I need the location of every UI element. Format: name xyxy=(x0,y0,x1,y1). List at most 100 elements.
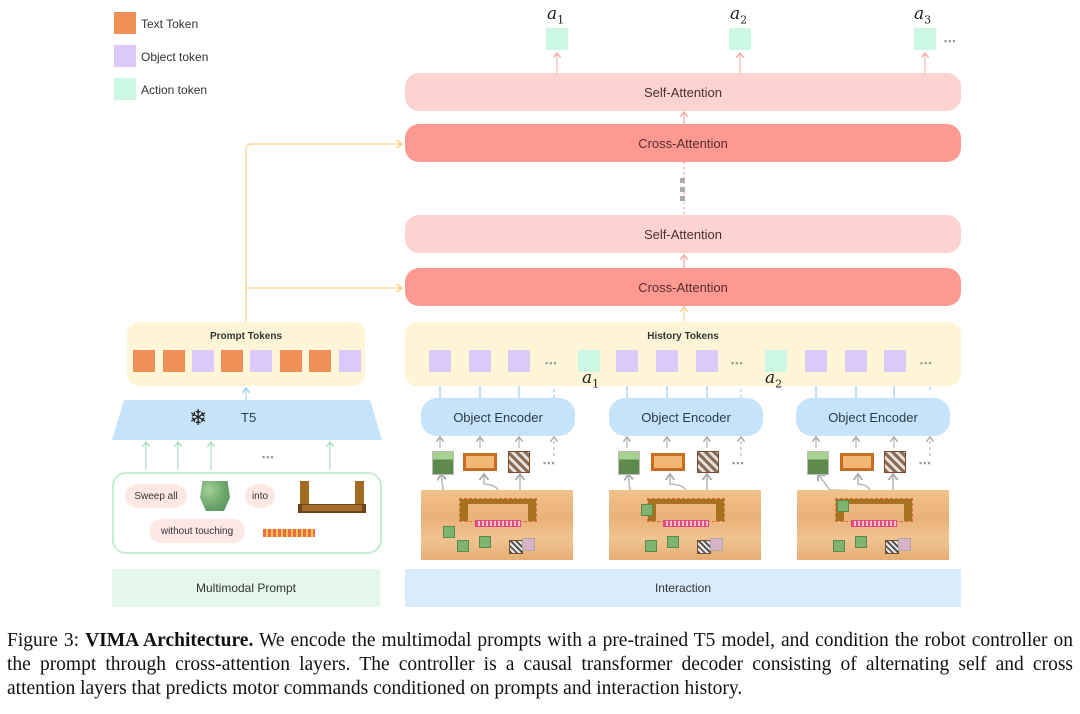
scene-pink-block xyxy=(710,538,723,551)
history-token-ellipsis: ▪▪▪ xyxy=(731,358,744,368)
object-crop-patterned-block xyxy=(508,451,530,473)
prompt-token-object xyxy=(339,350,361,372)
scene-striped-line xyxy=(851,520,897,527)
prompt-input-ellipsis: ▪▪▪ xyxy=(262,452,275,462)
object-crop-container xyxy=(840,453,874,471)
scene-green-block xyxy=(667,536,679,548)
history-action-token xyxy=(765,350,787,372)
scene-patterned-block xyxy=(509,540,523,554)
object-encoder-2: Object Encoder xyxy=(609,398,763,436)
scene-green-block xyxy=(837,500,849,512)
history-object-token xyxy=(508,350,530,372)
interaction-scene-image xyxy=(797,490,949,560)
prompt-image-green-object xyxy=(200,481,230,511)
caption-label: Figure 3: xyxy=(7,630,80,651)
prompt-word-into: into xyxy=(245,484,275,508)
prompt-token-object xyxy=(192,350,214,372)
object-crop-container xyxy=(463,453,497,471)
multimodal-prompt-box xyxy=(112,472,382,554)
object-crop-patterned-block xyxy=(697,451,719,473)
scene-pink-block xyxy=(898,538,911,551)
scene-green-block xyxy=(443,526,455,538)
output-action-token-1 xyxy=(546,28,568,50)
history-action-label-1: a1 xyxy=(582,368,600,391)
t5-label: T5 xyxy=(241,410,257,425)
scene-pink-block xyxy=(522,538,535,551)
history-object-token xyxy=(616,350,638,372)
scene-patterned-block xyxy=(697,540,711,554)
legend-swatch-object-token xyxy=(114,45,136,67)
prompt-word-without-touching: without touching xyxy=(149,519,245,543)
history-object-token xyxy=(429,350,451,372)
object-encoder-1: Object Encoder xyxy=(421,398,575,436)
prompt-token-text xyxy=(221,350,243,372)
prompt-token-text xyxy=(163,350,185,372)
history-tokens-panel: History Tokens xyxy=(405,322,961,386)
object-encoder-3: Object Encoder xyxy=(796,398,950,436)
scene-patterned-block xyxy=(885,540,899,554)
cross-attention-layer-top: Cross-Attention xyxy=(405,124,961,162)
legend-label-object-token: Object token xyxy=(141,50,209,64)
multimodal-prompt-footer: Multimodal Prompt xyxy=(112,569,380,607)
output-action-label-3: a3 xyxy=(914,4,932,27)
object-crop-ellipsis: ▪▪▪ xyxy=(543,458,556,468)
prompt-to-cross-attention-lines xyxy=(245,144,402,322)
interaction-footer: Interaction xyxy=(405,569,961,607)
self-attention-layer-top: Self-Attention xyxy=(405,73,961,111)
output-ellipsis: ▪▪▪ xyxy=(944,36,957,46)
scene-green-block xyxy=(641,504,653,516)
prompt-token-text xyxy=(309,350,331,372)
history-action-label-2: a2 xyxy=(765,368,783,391)
scene-green-block xyxy=(457,540,469,552)
history-token-ellipsis: ▪▪▪ xyxy=(920,358,933,368)
object-crop-ellipsis: ▪▪▪ xyxy=(919,458,932,468)
legend-swatch-text-token xyxy=(114,12,136,34)
output-action-token-2 xyxy=(729,28,751,50)
legend-label-action-token: Action token xyxy=(141,83,208,97)
scene-container xyxy=(459,498,537,522)
scene-green-block xyxy=(833,540,845,552)
legend-label-text-token: Text Token xyxy=(141,17,199,31)
prompt-input-arrows xyxy=(146,442,330,470)
output-action-label-1: a1 xyxy=(547,4,565,27)
history-object-token xyxy=(845,350,867,372)
prompt-tokens-title: Prompt Tokens xyxy=(209,331,283,342)
history-object-token xyxy=(469,350,491,372)
object-crop-patterned-block xyxy=(884,451,906,473)
object-crop-green-block xyxy=(618,451,640,475)
prompt-word-sweep-all: Sweep all xyxy=(125,484,187,508)
history-object-token xyxy=(884,350,906,372)
history-object-token xyxy=(805,350,827,372)
object-crop-green-block xyxy=(807,451,829,475)
prompt-token-object xyxy=(250,350,272,372)
prompt-token-text xyxy=(280,350,302,372)
object-crop-green-block xyxy=(432,451,454,475)
prompt-token-text xyxy=(133,350,155,372)
scene-container xyxy=(647,498,725,522)
t5-encoder xyxy=(112,400,382,440)
object-crop-container xyxy=(651,453,685,471)
interaction-scene-image xyxy=(609,490,761,560)
scene-striped-line xyxy=(663,520,709,527)
scene-green-block xyxy=(855,536,867,548)
scene-green-block xyxy=(479,536,491,548)
output-arrows xyxy=(557,53,925,73)
figure-caption: Figure 3: VIMA Architecture. We encode t… xyxy=(7,629,1073,701)
history-object-token xyxy=(696,350,718,372)
output-action-label-2: a2 xyxy=(730,4,748,27)
prompt-image-container xyxy=(298,481,366,513)
layer-vertical-ellipsis xyxy=(680,178,686,201)
interaction-scene-image xyxy=(421,490,573,560)
output-action-token-3 xyxy=(914,28,936,50)
caption-text: We encode the multimodal prompts with a … xyxy=(7,630,1073,699)
self-attention-layer-bottom: Self-Attention xyxy=(405,215,961,253)
history-token-ellipsis: ▪▪▪ xyxy=(545,358,558,368)
scene-striped-line xyxy=(475,520,521,527)
object-crop-ellipsis: ▪▪▪ xyxy=(732,458,745,468)
history-tokens-title: History Tokens xyxy=(647,331,719,342)
prompt-image-striped-line xyxy=(263,529,315,537)
legend-swatch-action-token xyxy=(114,78,136,100)
cross-attention-layer-bottom: Cross-Attention xyxy=(405,268,961,306)
history-action-token xyxy=(578,350,600,372)
scene-green-block xyxy=(645,540,657,552)
